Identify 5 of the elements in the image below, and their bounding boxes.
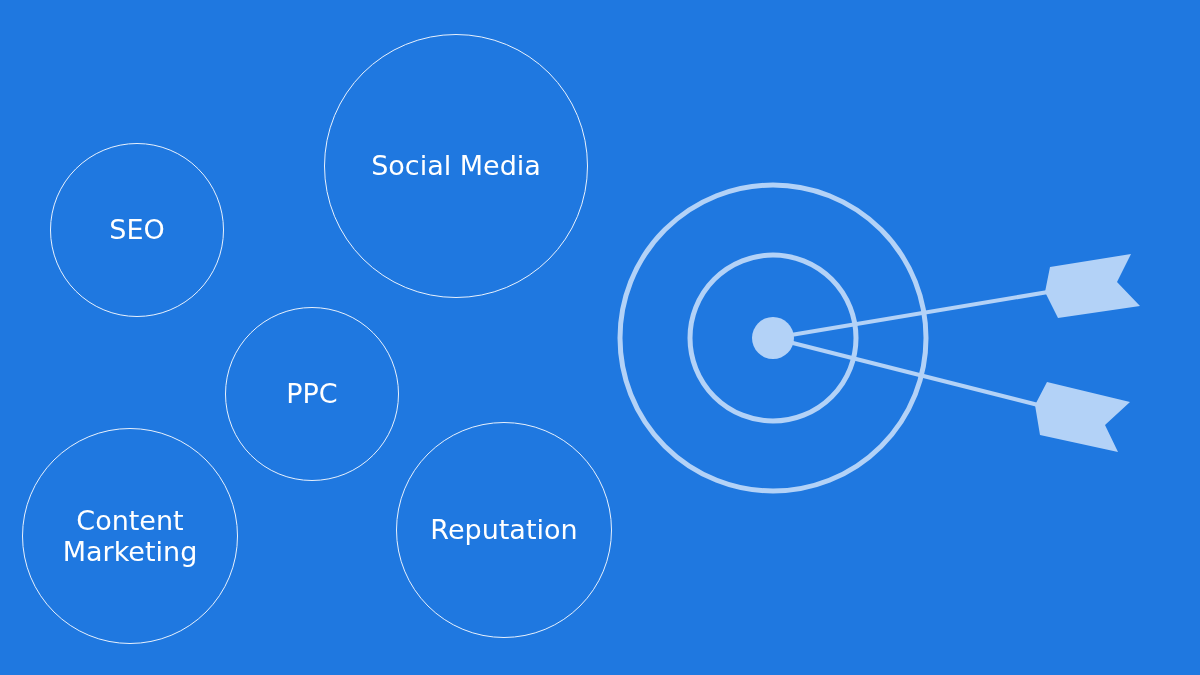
topic-label: Content Marketing [61,504,199,568]
topic-label: SEO [109,214,165,246]
topic-label: Social Media [371,150,541,182]
topic-label: Reputation [430,514,578,546]
topic-label: PPC [286,378,338,410]
